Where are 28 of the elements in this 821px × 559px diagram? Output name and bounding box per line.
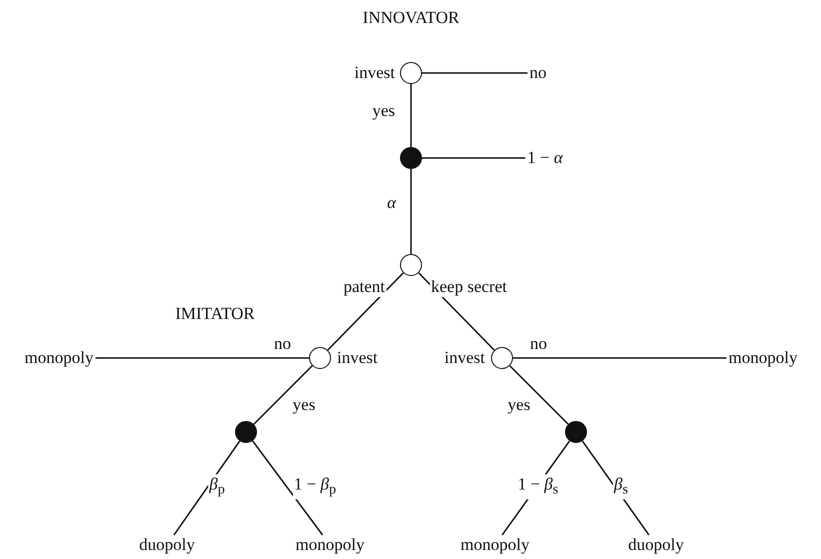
branch-line (509, 365, 569, 425)
chance-node (235, 421, 257, 443)
branch-line (410, 84, 412, 147)
outcome-label: monopoly (294, 535, 366, 555)
outcome-label: monopoly (458, 535, 532, 555)
branch-line (410, 169, 412, 254)
outcome-label: duopoly (137, 535, 197, 555)
chance-node (565, 421, 587, 443)
outcome-label: no (528, 63, 548, 83)
branch-line (252, 440, 324, 536)
branch-line (513, 357, 727, 359)
outcome-label: 1 − α (525, 148, 565, 168)
edge-label: 1 − β$_{s}$ (516, 474, 560, 500)
edge-label: keep secret (430, 277, 508, 297)
decision-node (309, 347, 331, 369)
branch-line (422, 157, 526, 159)
outcome-label: monopoly (726, 348, 800, 368)
branch-line (327, 272, 404, 351)
branch-line (253, 365, 313, 425)
decision-node (400, 254, 422, 276)
decision-node (491, 347, 513, 369)
branch-line (422, 72, 528, 74)
branch-line (173, 440, 240, 536)
chance-node (400, 147, 422, 169)
branch-line (95, 357, 309, 359)
outcome-label: monopoly (22, 348, 96, 368)
decision-node (400, 62, 422, 84)
outcome-label: duopoly (626, 535, 686, 555)
